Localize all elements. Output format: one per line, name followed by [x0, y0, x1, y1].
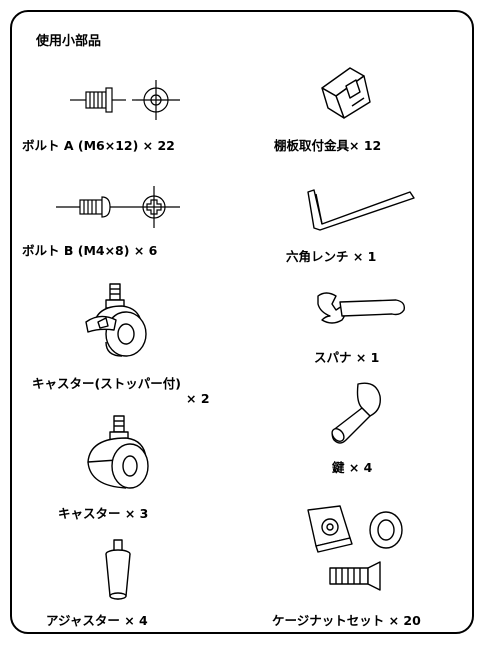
caster-label: キャスター × 3 — [58, 506, 149, 521]
spanner-label: スパナ × 1 — [314, 350, 380, 365]
bolt-a-label: ボルト A (M6×12) × 22 — [22, 138, 175, 153]
caster-stopper-label-line1: キャスター(ストッパー付) — [32, 376, 181, 391]
hex-wrench-label: 六角レンチ × 1 — [286, 249, 377, 264]
adjuster-illustration — [98, 538, 138, 604]
hex-wrench-illustration — [298, 186, 418, 232]
bolt-a-illustration — [70, 78, 200, 122]
shelf-bracket-label: 棚板取付金具× 12 — [274, 138, 382, 153]
shelf-bracket-illustration — [316, 62, 380, 122]
bolt-b-label: ボルト B (M4×8) × 6 — [22, 243, 158, 258]
page-title: 使用小部品 — [36, 34, 102, 49]
adjuster-label: アジャスター × 4 — [46, 613, 148, 628]
caster-stopper-label-line2: × 2 — [186, 391, 210, 406]
key-label: 鍵 × 4 — [332, 460, 373, 475]
bolt-b-illustration — [56, 186, 184, 228]
key-illustration — [326, 380, 390, 448]
spanner-illustration — [312, 288, 408, 328]
caster-illustration — [80, 414, 154, 492]
cage-nut-set-illustration — [300, 502, 420, 602]
caster-stopper-illustration — [76, 282, 156, 360]
cage-nut-set-label: ケージナットセット × 20 — [272, 613, 421, 628]
